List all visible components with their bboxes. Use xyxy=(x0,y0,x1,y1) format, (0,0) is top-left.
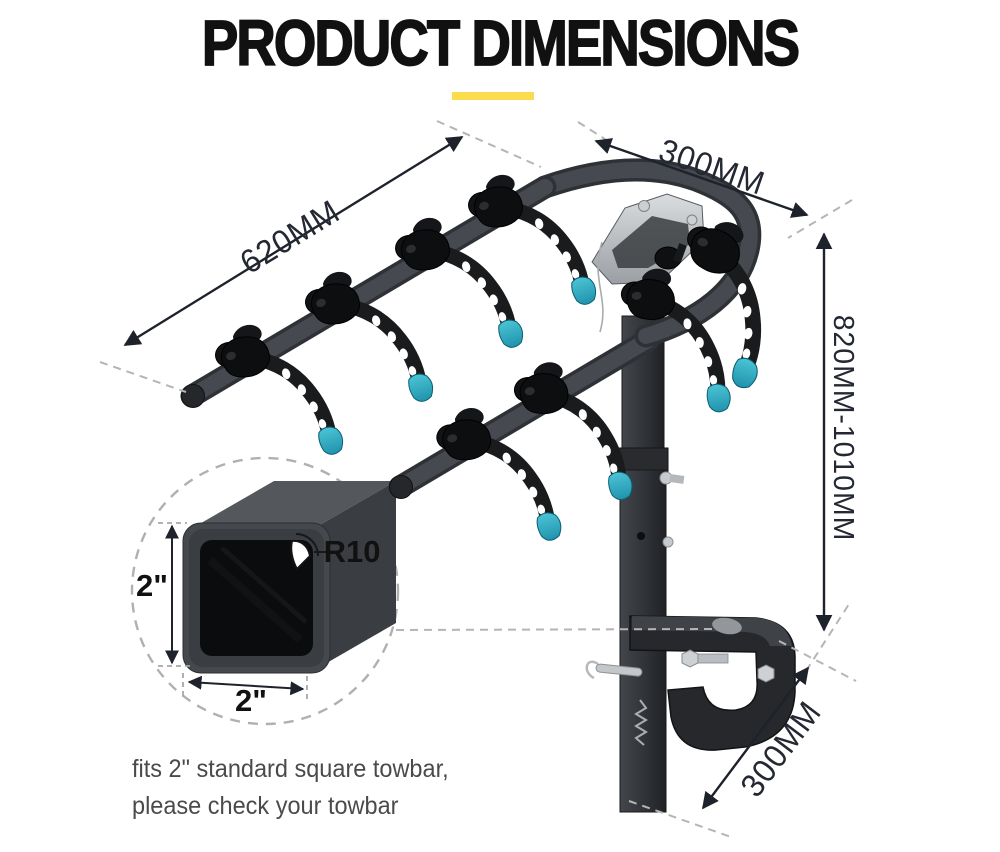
spring xyxy=(634,699,648,746)
page-title: PRODUCT DIMENSIONS xyxy=(201,7,801,80)
dimension-arrows xyxy=(123,135,833,810)
safety-cable xyxy=(597,241,604,333)
bolt xyxy=(757,664,775,683)
bolt xyxy=(662,536,674,548)
arm-length-arrow xyxy=(123,135,464,347)
towbar-fit-note: fits 2" standard square towbar, please c… xyxy=(132,751,449,825)
bolt xyxy=(681,649,699,668)
mast xyxy=(617,315,685,813)
inset-extension-lines xyxy=(158,522,308,700)
hitch-bracket xyxy=(585,615,796,751)
hitch-tube-opening xyxy=(712,617,742,635)
dimension-label-height-range: 820MM-1010MM xyxy=(827,314,860,542)
pin-clip xyxy=(585,660,599,680)
top-width-arrow xyxy=(594,138,809,218)
inset-height-label: 2" xyxy=(136,568,168,603)
inset-width-arrow xyxy=(187,675,305,696)
hitch-pin xyxy=(595,663,643,677)
inset-corner-radius-label: R10 xyxy=(323,534,381,569)
extension-lines xyxy=(99,120,857,838)
note-line-1: fits 2" standard square towbar, xyxy=(132,755,449,783)
corner-radius-wedge xyxy=(290,539,312,571)
title-underline-accent xyxy=(452,92,534,100)
towbar-cross-section-inset xyxy=(130,456,400,726)
note-line-2: please check your towbar xyxy=(132,792,399,820)
arm-end-cap xyxy=(389,475,413,499)
arm-end-cap xyxy=(181,384,205,408)
inset-width-label: 2" xyxy=(235,683,267,718)
rear-extension-arrow xyxy=(701,666,810,810)
